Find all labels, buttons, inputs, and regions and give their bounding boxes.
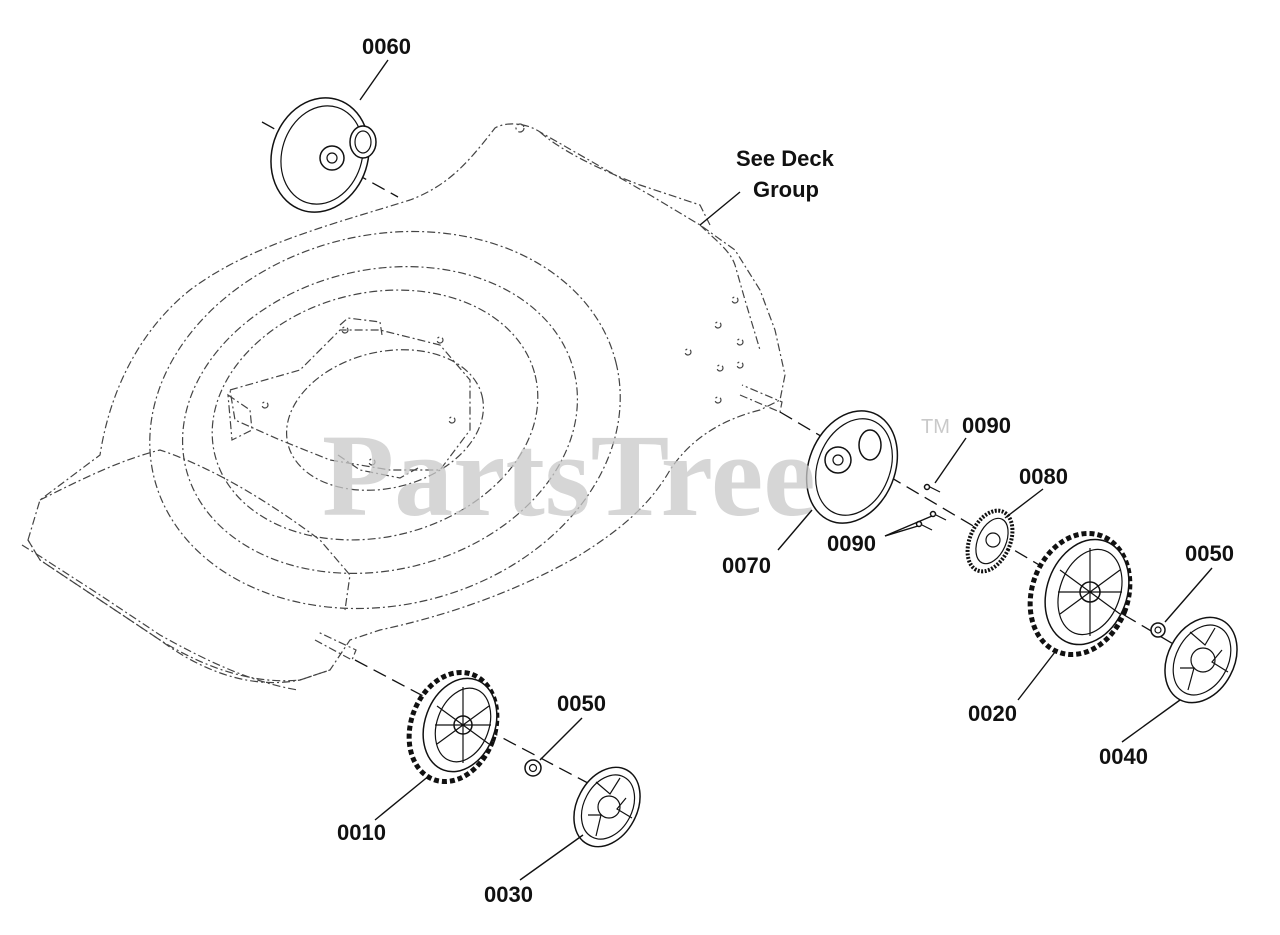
note-line-2: Group bbox=[753, 177, 819, 202]
callout-0090-bottom: 0090 bbox=[827, 531, 876, 556]
part-0050-nut-right bbox=[1150, 622, 1166, 638]
part-0030-hubcap bbox=[573, 766, 641, 848]
callout-0020: 0020 bbox=[968, 701, 1017, 726]
callout-0070: 0070 bbox=[722, 553, 771, 578]
callout-0010: 0010 bbox=[337, 820, 386, 845]
callout-0030: 0030 bbox=[484, 882, 533, 907]
part-0040-hubcap bbox=[1164, 616, 1238, 704]
mower-deck bbox=[21, 123, 786, 691]
callout-0060: 0060 bbox=[362, 34, 411, 59]
note-line-1: See Deck bbox=[736, 146, 835, 171]
see-deck-group-note: See Deck Group bbox=[736, 146, 835, 202]
callout-0090-top: 0090 bbox=[962, 413, 1011, 438]
callout-labels: 0060 0070 0090 0090 0080 0050 0020 0040 … bbox=[337, 34, 1234, 907]
watermark-text: PartsTree bbox=[322, 410, 816, 541]
part-0020-wheel bbox=[1027, 530, 1133, 658]
watermark: PartsTree TM bbox=[322, 410, 950, 541]
part-0080-gear bbox=[965, 508, 1015, 574]
part-0090-screws bbox=[915, 483, 947, 531]
watermark-trademark: TM bbox=[921, 416, 950, 438]
callout-0050-right: 0050 bbox=[1185, 541, 1234, 566]
callout-0080: 0080 bbox=[1019, 464, 1068, 489]
part-0010-wheel bbox=[406, 669, 500, 785]
leader-lines bbox=[359, 59, 1213, 881]
part-0060-cover bbox=[270, 97, 377, 213]
callout-0040: 0040 bbox=[1099, 744, 1148, 769]
part-0070-plate bbox=[805, 410, 899, 524]
callout-0050-left: 0050 bbox=[557, 691, 606, 716]
part-0050-nut-left bbox=[524, 759, 542, 777]
